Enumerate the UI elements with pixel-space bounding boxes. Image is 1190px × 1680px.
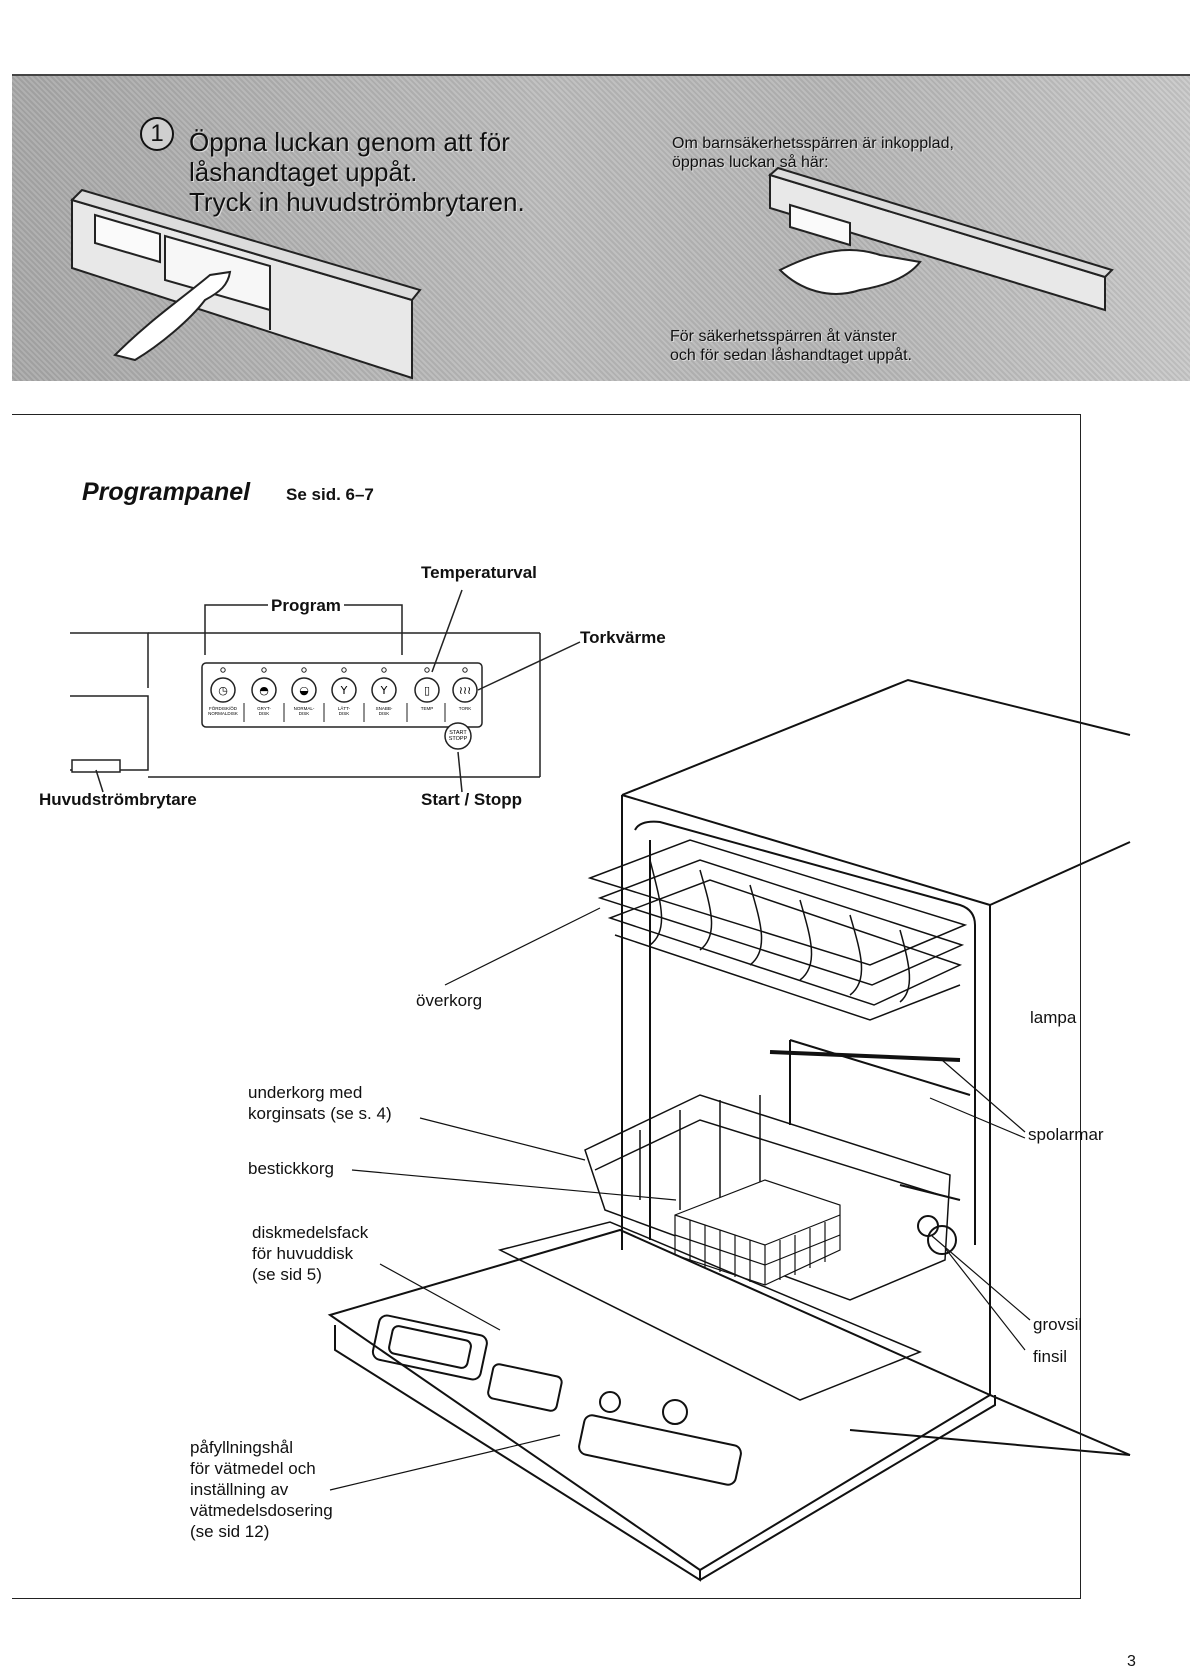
indicator-led bbox=[341, 667, 347, 673]
indicator-led bbox=[424, 667, 430, 673]
glass-icon: Y bbox=[340, 684, 348, 697]
steam-icon: ≀≀≀ bbox=[459, 684, 471, 697]
label-line: korginsats (se s. 4) bbox=[248, 1104, 392, 1123]
steam-button[interactable] bbox=[452, 677, 478, 703]
step-instruction: Öppna luckan genom att för låshandtaget … bbox=[189, 127, 559, 217]
cup-button[interactable] bbox=[291, 677, 317, 703]
door-panel-illustration-right bbox=[767, 166, 1114, 312]
child-lock-action: För säkerhetsspärren åt vänster och för … bbox=[670, 327, 912, 365]
button-caption: DISK bbox=[339, 711, 350, 716]
thermometer-icon: ▯ bbox=[424, 684, 430, 697]
coarse-filter-label: grovsil bbox=[1033, 1315, 1083, 1334]
button-caption: DISK bbox=[299, 711, 310, 716]
indicator-led bbox=[301, 667, 307, 673]
rinse-aid-label: påfyllningshål för vätmedel och inställn… bbox=[190, 1437, 333, 1542]
door-panel-illustration-left bbox=[70, 188, 422, 380]
indicator-led bbox=[220, 667, 226, 673]
section-reference: Se sid. 6–7 bbox=[286, 485, 374, 504]
note-line: öppnas luckan så här: bbox=[672, 154, 829, 171]
button-caption: GRYT- bbox=[257, 706, 271, 711]
fine-filter-label: finsil bbox=[1033, 1347, 1068, 1366]
lamp-label: lampa bbox=[1030, 1008, 1077, 1027]
button-caption: TORK bbox=[459, 706, 471, 711]
label-line: (se sid 5) bbox=[252, 1265, 322, 1284]
panel-buttons: ◷FÖRDISK/ÖDNORMALDISK◓GRYT-DISK◒NORMAL-D… bbox=[208, 667, 478, 750]
dishwasher-illustration bbox=[327, 678, 1131, 1582]
step-number-badge: 1 bbox=[140, 117, 174, 151]
label-line: diskmedelsfack bbox=[252, 1223, 369, 1242]
note-line: Om barnsäkerhetsspärren är inkopplad, bbox=[672, 135, 954, 152]
program-label: Program bbox=[268, 595, 344, 616]
prewash-button[interactable] bbox=[210, 677, 236, 703]
detergent-compartment-label: diskmedelsfack för huvuddisk (se sid 5) bbox=[252, 1222, 368, 1285]
start-stop-button[interactable] bbox=[444, 722, 472, 750]
button-caption: DISK bbox=[259, 711, 270, 716]
indicator-led bbox=[462, 667, 468, 673]
label-line: underkorg med bbox=[248, 1083, 363, 1102]
page-number: 3 bbox=[1127, 1653, 1136, 1670]
note-line: För säkerhetsspärren åt vänster bbox=[670, 328, 897, 345]
label-line: vätmedelsdosering bbox=[190, 1501, 333, 1520]
button-caption: NORMAL- bbox=[294, 706, 315, 711]
button-caption: LÄTT- bbox=[338, 705, 351, 711]
label-line: påfyllningshål bbox=[190, 1438, 294, 1457]
start-stop-caption: STOPP bbox=[449, 736, 468, 742]
button-caption: DISK bbox=[379, 711, 390, 716]
spray-arms-label: spolarmar bbox=[1028, 1125, 1104, 1144]
label-line: inställning av bbox=[190, 1480, 289, 1499]
section-frame-bottom bbox=[12, 1598, 1080, 1599]
button-caption: SNABB- bbox=[376, 706, 393, 711]
button-caption: TEMP bbox=[421, 706, 434, 711]
start-stop-label: Start / Stopp bbox=[421, 790, 523, 809]
glass-button[interactable] bbox=[331, 677, 357, 703]
cup-icon: ◒ bbox=[299, 684, 309, 697]
upper-basket-label: överkorg bbox=[416, 991, 483, 1010]
temperature-label: Temperaturval bbox=[421, 563, 537, 582]
label-line: för huvuddisk bbox=[252, 1244, 354, 1263]
section-title: Programpanel bbox=[82, 478, 251, 506]
indicator-led bbox=[381, 667, 387, 673]
quick-glass-icon: Y bbox=[380, 684, 388, 697]
lower-basket-label: underkorg med korginsats (se s. 4) bbox=[248, 1082, 392, 1124]
pot-icon: ◓ bbox=[259, 684, 269, 697]
cutlery-basket-label: bestickkorg bbox=[248, 1159, 334, 1178]
drying-heat-label: Torkvärme bbox=[580, 628, 666, 647]
quick-glass-button[interactable] bbox=[371, 677, 397, 703]
thermometer-button[interactable] bbox=[414, 677, 440, 703]
indicator-led bbox=[261, 667, 267, 673]
start-stop-caption: START bbox=[449, 730, 467, 736]
step-line: Tryck in huvudströmbrytaren. bbox=[189, 187, 525, 217]
step-line: låshandtaget uppåt. bbox=[189, 157, 418, 187]
button-caption: FÖRDISK/ÖD bbox=[209, 705, 238, 711]
section-frame-top bbox=[12, 414, 1080, 415]
child-lock-note: Om barnsäkerhetsspärren är inkopplad, öp… bbox=[672, 134, 954, 172]
label-line: för vätmedel och bbox=[190, 1459, 316, 1478]
step-line: Öppna luckan genom att för bbox=[189, 127, 510, 157]
pot-button[interactable] bbox=[251, 677, 277, 703]
control-panel-diagram bbox=[70, 589, 581, 793]
note-line: och för sedan låshandtaget uppåt. bbox=[670, 347, 912, 364]
main-switch-label: Huvudströmbrytare bbox=[39, 790, 197, 809]
prewash-icon: ◷ bbox=[218, 684, 228, 697]
label-line: (se sid 12) bbox=[190, 1522, 270, 1541]
section-frame-right bbox=[1080, 414, 1081, 1599]
button-caption: NORMALDISK bbox=[208, 711, 238, 716]
part-leaders bbox=[329, 907, 1031, 1491]
